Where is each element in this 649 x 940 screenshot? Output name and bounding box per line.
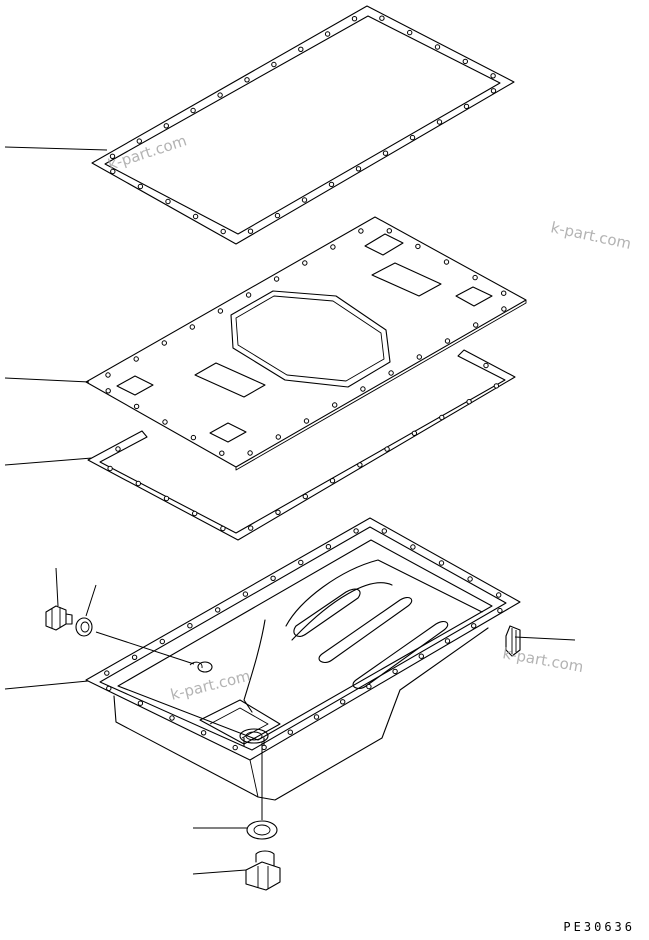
watermark-3: k-part.com bbox=[169, 667, 253, 704]
watermark-1: k-part.com bbox=[106, 131, 189, 173]
bolt-right bbox=[505, 625, 521, 657]
watermarks: k-part.com k-part.com k-part.com k-part.… bbox=[106, 131, 633, 703]
drain-plug-left bbox=[45, 605, 73, 631]
top-gasket bbox=[91, 5, 515, 245]
figure-code: PE30636 bbox=[563, 920, 635, 934]
washer-left bbox=[75, 617, 93, 637]
washer-bottom bbox=[246, 820, 278, 840]
watermark-4: k-part.com bbox=[501, 644, 585, 676]
oil-pan bbox=[85, 517, 521, 801]
separator-plate bbox=[85, 216, 527, 471]
lower-gasket bbox=[87, 349, 516, 541]
drain-plug-bottom bbox=[245, 850, 281, 891]
leader-lines bbox=[4, 146, 576, 875]
watermark-2: k-part.com bbox=[549, 218, 633, 253]
